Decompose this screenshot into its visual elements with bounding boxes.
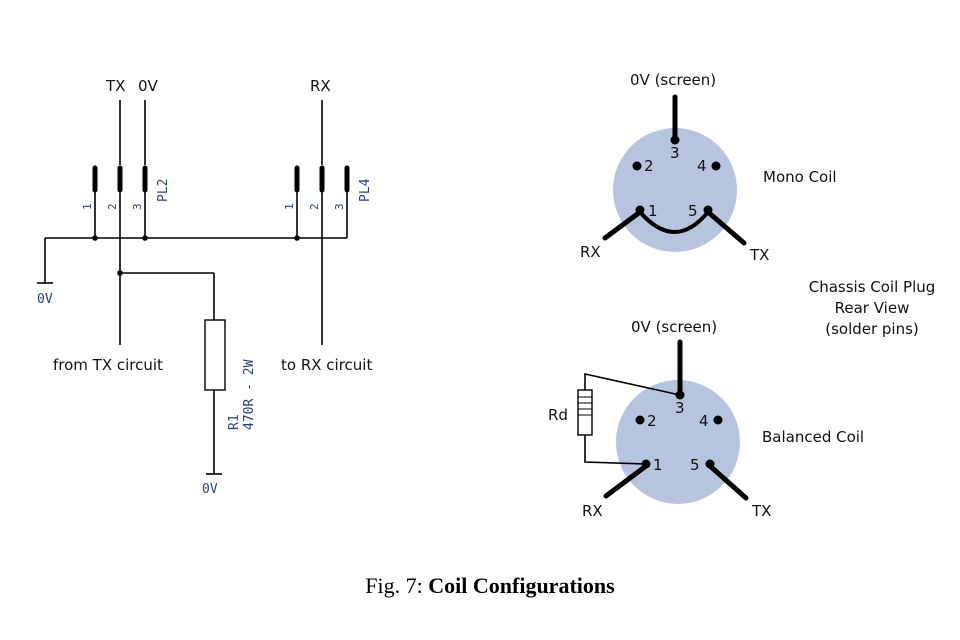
resistor-ref: R1 <box>227 414 242 430</box>
tx-label: TX <box>105 77 125 95</box>
mono-pin-num-3: 3 <box>670 144 680 162</box>
pl2-pin-num-3: 3 <box>131 203 144 210</box>
balanced-pin-4 <box>713 415 723 425</box>
mono-pin-num-5: 5 <box>688 202 698 220</box>
mono-link-wire <box>638 210 710 234</box>
plug-note-line2: Rear View <box>835 299 910 317</box>
balanced-coil-title: Balanced Coil <box>762 428 864 446</box>
balanced-coil-plug: 0V (screen) 3 2 4 1 5 Rd RX TX Balanced … <box>548 318 864 520</box>
junction-dot <box>92 235 98 241</box>
mono-coil-plug: 0V (screen) 3 2 4 1 5 RX TX Mono Coil <box>580 71 837 264</box>
zero-v-label: 0V <box>138 77 159 95</box>
balanced-top-label: 0V (screen) <box>631 318 717 336</box>
from-tx-label: from TX circuit <box>53 356 163 374</box>
pl2-label: PL2 <box>156 179 171 202</box>
pl4-connector: 1 2 3 PL4 <box>283 165 373 345</box>
mono-plug-body <box>613 128 737 252</box>
ground-left-label: 0V <box>37 292 53 307</box>
pl2-pin-num-1: 1 <box>81 203 94 210</box>
rd-wire-bottom <box>584 435 647 465</box>
caption-title: Coil Configurations <box>428 573 615 598</box>
mono-pin-num-2: 2 <box>644 157 654 175</box>
mono-pin-num-1: 1 <box>648 202 658 220</box>
to-rx-label: to RX circuit <box>281 356 372 374</box>
rx-label: RX <box>310 77 331 95</box>
pl4-pin-num-3: 3 <box>333 203 346 210</box>
pl2-pin-num-2: 2 <box>106 203 119 210</box>
pl2-connector: 1 2 3 PL2 <box>81 165 171 345</box>
mono-tx-lead <box>705 209 747 246</box>
pl4-pin-num-1: 1 <box>283 203 296 210</box>
balanced-pin-num-1: 1 <box>653 456 663 474</box>
rd-wire-top <box>584 373 681 396</box>
caption-prefix: Fig. 7: <box>365 573 428 598</box>
pl4-pin-num-2: 2 <box>308 203 321 210</box>
junction-dot <box>142 235 148 241</box>
mono-pin-3 <box>670 135 680 145</box>
balanced-pin-2 <box>635 415 645 425</box>
mono-top-label: 0V (screen) <box>630 71 716 89</box>
plug-note-line1: Chassis Coil Plug <box>809 278 936 296</box>
mono-pin-2 <box>632 161 642 171</box>
balanced-pin-num-5: 5 <box>690 456 700 474</box>
mono-coil-title: Mono Coil <box>763 168 837 186</box>
resistor-r1 <box>204 319 226 391</box>
mono-rx-lead <box>602 209 643 241</box>
plug-note-line3: (solder pins) <box>825 320 919 338</box>
balanced-pin-num-2: 2 <box>647 412 657 430</box>
mono-rx-label: RX <box>580 243 601 261</box>
balanced-rx-label: RX <box>582 502 603 520</box>
figure-caption: Fig. 7: Coil Configurations <box>365 573 615 598</box>
mono-pin-num-4: 4 <box>697 157 707 175</box>
balanced-pin-num-4: 4 <box>699 412 709 430</box>
resistor-value: 470R - 2W <box>242 359 257 430</box>
balanced-plug-body <box>616 380 740 504</box>
rd-label: Rd <box>548 406 568 424</box>
balanced-tx-lead <box>707 463 749 501</box>
plug-note: Chassis Coil Plug Rear View (solder pins… <box>809 278 936 338</box>
ground-bottom-label: 0V <box>202 482 218 497</box>
junction-dot <box>294 235 300 241</box>
balanced-rx-lead <box>603 463 649 499</box>
schematic: TX 0V RX 1 2 3 PL2 1 2 <box>37 77 373 497</box>
pl4-label: PL4 <box>358 178 373 202</box>
balanced-tx-label: TX <box>751 502 771 520</box>
balanced-pin-num-3: 3 <box>675 399 685 417</box>
mono-tx-label: TX <box>749 246 769 264</box>
mono-pin-4 <box>711 161 721 171</box>
